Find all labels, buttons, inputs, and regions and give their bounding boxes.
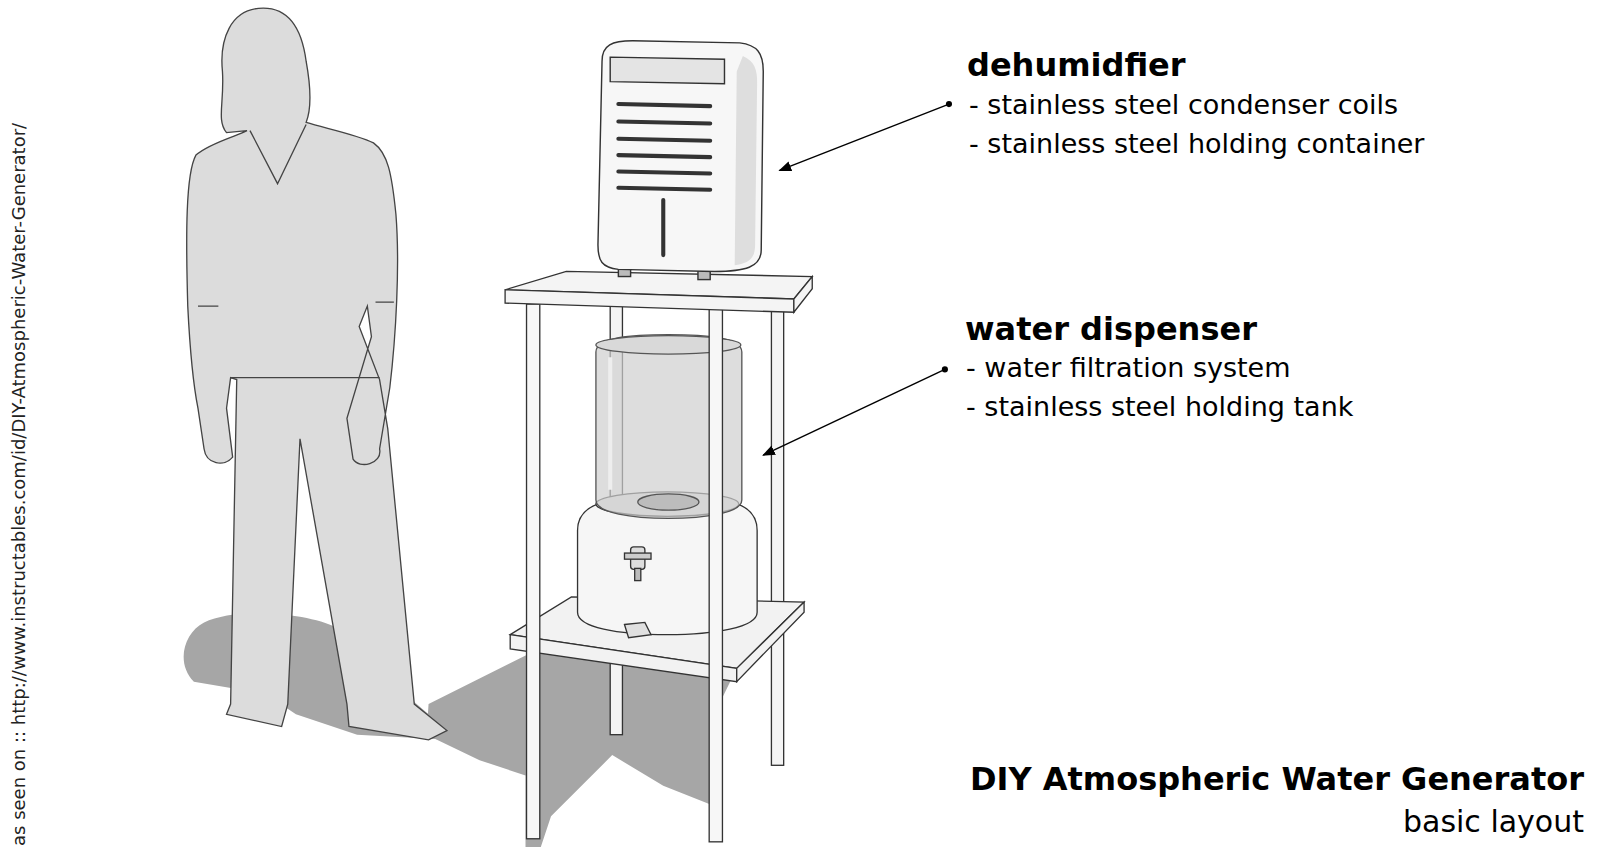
leader-line [763, 101, 952, 455]
part-detail: - stainless steel condenser coils [969, 89, 1398, 121]
person-silhouette [187, 8, 447, 740]
source-note: as seen on :: http://www.instructables.c… [8, 123, 30, 846]
part-detail: - stainless steel holding container [969, 128, 1424, 160]
diagram-caption: basic layout [1403, 804, 1584, 840]
part-heading: dehumidfier [967, 46, 1186, 84]
stand-leg [527, 304, 723, 842]
dehumidifier [598, 41, 763, 280]
diagram-title: DIY Atmospheric Water Generator [970, 760, 1584, 798]
part-detail: - stainless steel holding tank [966, 391, 1353, 423]
part-heading: water dispenser [965, 310, 1257, 348]
part-detail: - water filtration system [966, 352, 1291, 384]
top-shelf [505, 271, 812, 312]
